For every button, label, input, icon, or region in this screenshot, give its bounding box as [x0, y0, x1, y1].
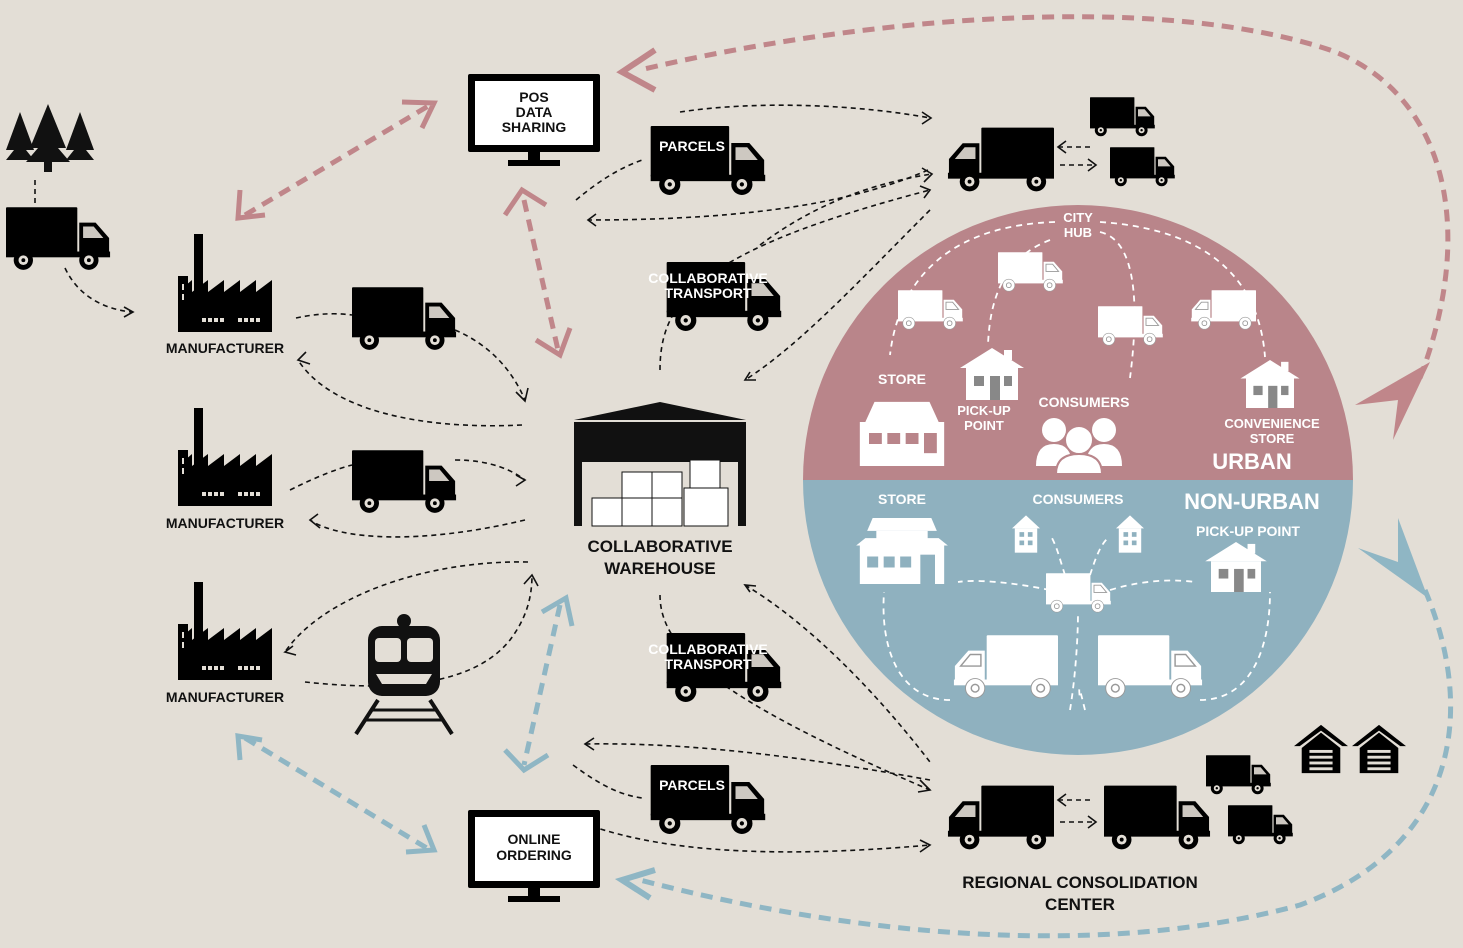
- parcels-truck-icon: [650, 765, 766, 834]
- flow-lines: [34, 104, 1096, 853]
- truck-icon: [947, 127, 1054, 192]
- non-urban-flows: [882, 537, 1271, 711]
- non-urban-store-label: STORE: [878, 491, 926, 507]
- blue-loop: [614, 518, 1454, 939]
- online-link-arrows: [235, 594, 575, 855]
- factory-icon: [178, 582, 272, 680]
- collab-bottom-label-2: TRANSPORT: [664, 656, 752, 672]
- store-icon: [859, 401, 945, 466]
- regional-label-2: CENTER: [1045, 895, 1115, 914]
- truck-icon: [1110, 147, 1175, 187]
- collab-bottom-label-1: COLLABORATIVE: [648, 641, 768, 657]
- urban-pickup-label-1: PICK-UP: [957, 403, 1011, 418]
- urban-pickup-label-2: POINT: [964, 418, 1004, 433]
- urban-store-label: STORE: [878, 371, 926, 387]
- manufacturer-label-3: MANUFACTURER: [166, 689, 284, 705]
- truck-icon: [1228, 805, 1293, 845]
- train-icon: [354, 614, 454, 736]
- convenience-label-1: CONVENIENCE: [1224, 416, 1320, 431]
- urban-consumers-label: CONSUMERS: [1038, 394, 1129, 410]
- truck-icon: [1206, 755, 1271, 795]
- consumers-icon: [1036, 418, 1122, 475]
- garage-icon: [1352, 724, 1406, 774]
- non-urban-title: NON-URBAN: [1184, 489, 1320, 514]
- pos-label-1: POS: [519, 89, 549, 105]
- pos-label-3: SHARING: [502, 119, 567, 135]
- store-icon: [856, 518, 948, 584]
- non-urban-pickup-label: PICK-UP POINT: [1196, 523, 1300, 539]
- parcels-bottom-label: PARCELS: [659, 777, 725, 793]
- manufacturer-label-1: MANUFACTURER: [166, 340, 284, 356]
- truck-icon: [1104, 785, 1211, 850]
- truck-icon: [352, 450, 457, 513]
- pos-link-arrows: [235, 99, 573, 359]
- warehouse-icon: [574, 402, 746, 527]
- collab-top-label-1: COLLABORATIVE: [648, 270, 768, 286]
- parcels-truck-icon: [650, 126, 766, 195]
- trees-icon: [6, 104, 94, 172]
- parcels-top-label: PARCELS: [659, 138, 725, 154]
- pink-loop: [616, 14, 1451, 440]
- urban-flows: [889, 221, 1266, 379]
- warehouse-label-1: COLLABORATIVE: [587, 537, 732, 556]
- truck-icon: [352, 287, 457, 350]
- non-urban-consumers-label: CONSUMERS: [1032, 491, 1123, 507]
- city-hub-label-2: HUB: [1064, 225, 1092, 240]
- arrowheads: [123, 111, 1098, 853]
- pos-label-2: DATA: [516, 104, 553, 120]
- manufacturer-label-2: MANUFACTURER: [166, 515, 284, 531]
- urban-title: URBAN: [1212, 449, 1291, 474]
- factory-icon: [178, 408, 272, 506]
- online-label-2: ORDERING: [496, 847, 572, 863]
- regional-label-1: REGIONAL CONSOLIDATION: [962, 873, 1198, 892]
- delivery-zone-circle: CITY HUB STORE PICK-UP POINT CONSUMERS C…: [803, 205, 1353, 755]
- truck-icon: [947, 785, 1054, 850]
- truck-icon: [1090, 97, 1155, 137]
- city-hub-label-1: CITY: [1063, 210, 1093, 225]
- garage-icon: [1294, 724, 1348, 774]
- truck-icon: [6, 207, 111, 270]
- factory-icon: [178, 234, 272, 332]
- online-label-1: ONLINE: [508, 831, 561, 847]
- convenience-label-2: STORE: [1250, 431, 1295, 446]
- warehouse-label-2: WAREHOUSE: [604, 559, 715, 578]
- collab-top-label-2: TRANSPORT: [664, 285, 752, 301]
